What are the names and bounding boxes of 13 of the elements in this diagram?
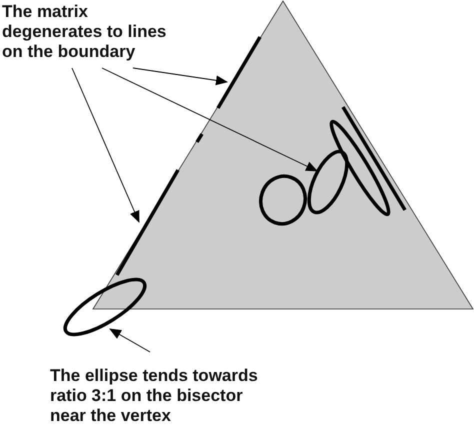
leader-line (72, 68, 140, 223)
ellipse (330, 120, 390, 216)
ellipse (307, 150, 349, 214)
boundary-line (115, 169, 180, 276)
leader-line (132, 68, 228, 86)
callout-text: The matrix degenerates to lines on the boundary (2, 2, 182, 62)
leader-line (109, 328, 150, 352)
degenerate-line (342, 106, 406, 211)
boundary-line (216, 36, 262, 109)
callout-text: The ellipse tends towards ratio 3:1 on the bisector near the vertex (50, 366, 265, 426)
leader-line (102, 68, 318, 172)
ellipse (64, 278, 146, 336)
ellipse (259, 174, 307, 226)
